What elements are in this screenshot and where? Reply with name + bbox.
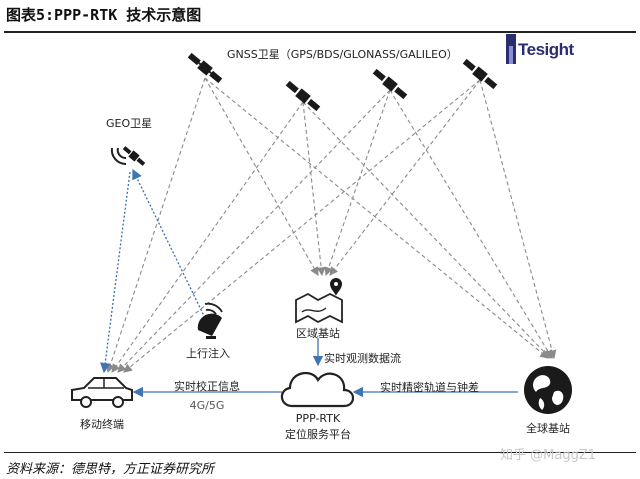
correction-label: 实时校正信息 xyxy=(174,380,240,393)
uplink-dish-icon xyxy=(197,302,223,339)
logo-mark-accent xyxy=(509,46,513,64)
car-icon xyxy=(71,377,133,408)
cloud-icon xyxy=(280,371,355,408)
link-sat2-terminal xyxy=(111,101,304,373)
footer-rule xyxy=(4,452,636,453)
link-sat4-regional xyxy=(329,79,481,276)
link-sat1-global xyxy=(204,77,549,359)
geo-satellite-icon xyxy=(110,146,146,166)
link-sat2-regional xyxy=(302,101,326,277)
page-title: 图表5:PPP-RTK 技术示意图 xyxy=(6,6,202,24)
link-sat3-global xyxy=(389,89,553,359)
satellite-icon-2 xyxy=(285,80,321,112)
source-note: 资料来源：德思特，方正证券研究所 xyxy=(6,462,215,477)
obs-flow-label: 实时观测数据流 xyxy=(324,352,401,365)
geo-satellite-label: GEO卫星 xyxy=(106,117,153,130)
link-sat1-terminal xyxy=(106,77,206,374)
satellite-icon-1 xyxy=(187,52,223,84)
link-sat3-terminal xyxy=(117,89,391,373)
regional-map-icon xyxy=(295,278,343,324)
link-sat1-regional xyxy=(204,77,319,276)
link-uplink-geo xyxy=(132,168,206,319)
link-sat2-global xyxy=(302,101,551,359)
link-sat4-global xyxy=(479,79,557,360)
gnss-links xyxy=(106,77,557,374)
title-rule xyxy=(4,31,636,33)
link-sat3-regional xyxy=(324,89,391,277)
logo-wordmark: Tesight xyxy=(518,40,574,59)
brand-logo: Tesight xyxy=(506,34,574,64)
gnss-satellites-label: GNSS卫星（GPS/BDS/GLONASS/GALILEO） xyxy=(227,48,458,61)
globe-icon xyxy=(524,366,572,414)
link-geo-terminal xyxy=(100,171,131,374)
regional-station-label: 区域基站 xyxy=(296,327,340,340)
network-label: 4G/5G xyxy=(189,399,225,412)
satellite-icon-4 xyxy=(462,58,498,90)
service-platform-label-line2: 定位服务平台 xyxy=(285,428,351,441)
satellite-icon-3 xyxy=(372,68,408,100)
watermark: 知乎 @MaggZ1 xyxy=(500,448,596,463)
service-platform-label-line1: PPP-RTK xyxy=(295,412,341,425)
uplink-label: 上行注入 xyxy=(186,347,230,360)
terminal-label: 移动终端 xyxy=(80,418,124,431)
global-station-label: 全球基站 xyxy=(526,422,570,435)
precise-orbit-label: 实时精密轨道与钟差 xyxy=(380,381,479,394)
